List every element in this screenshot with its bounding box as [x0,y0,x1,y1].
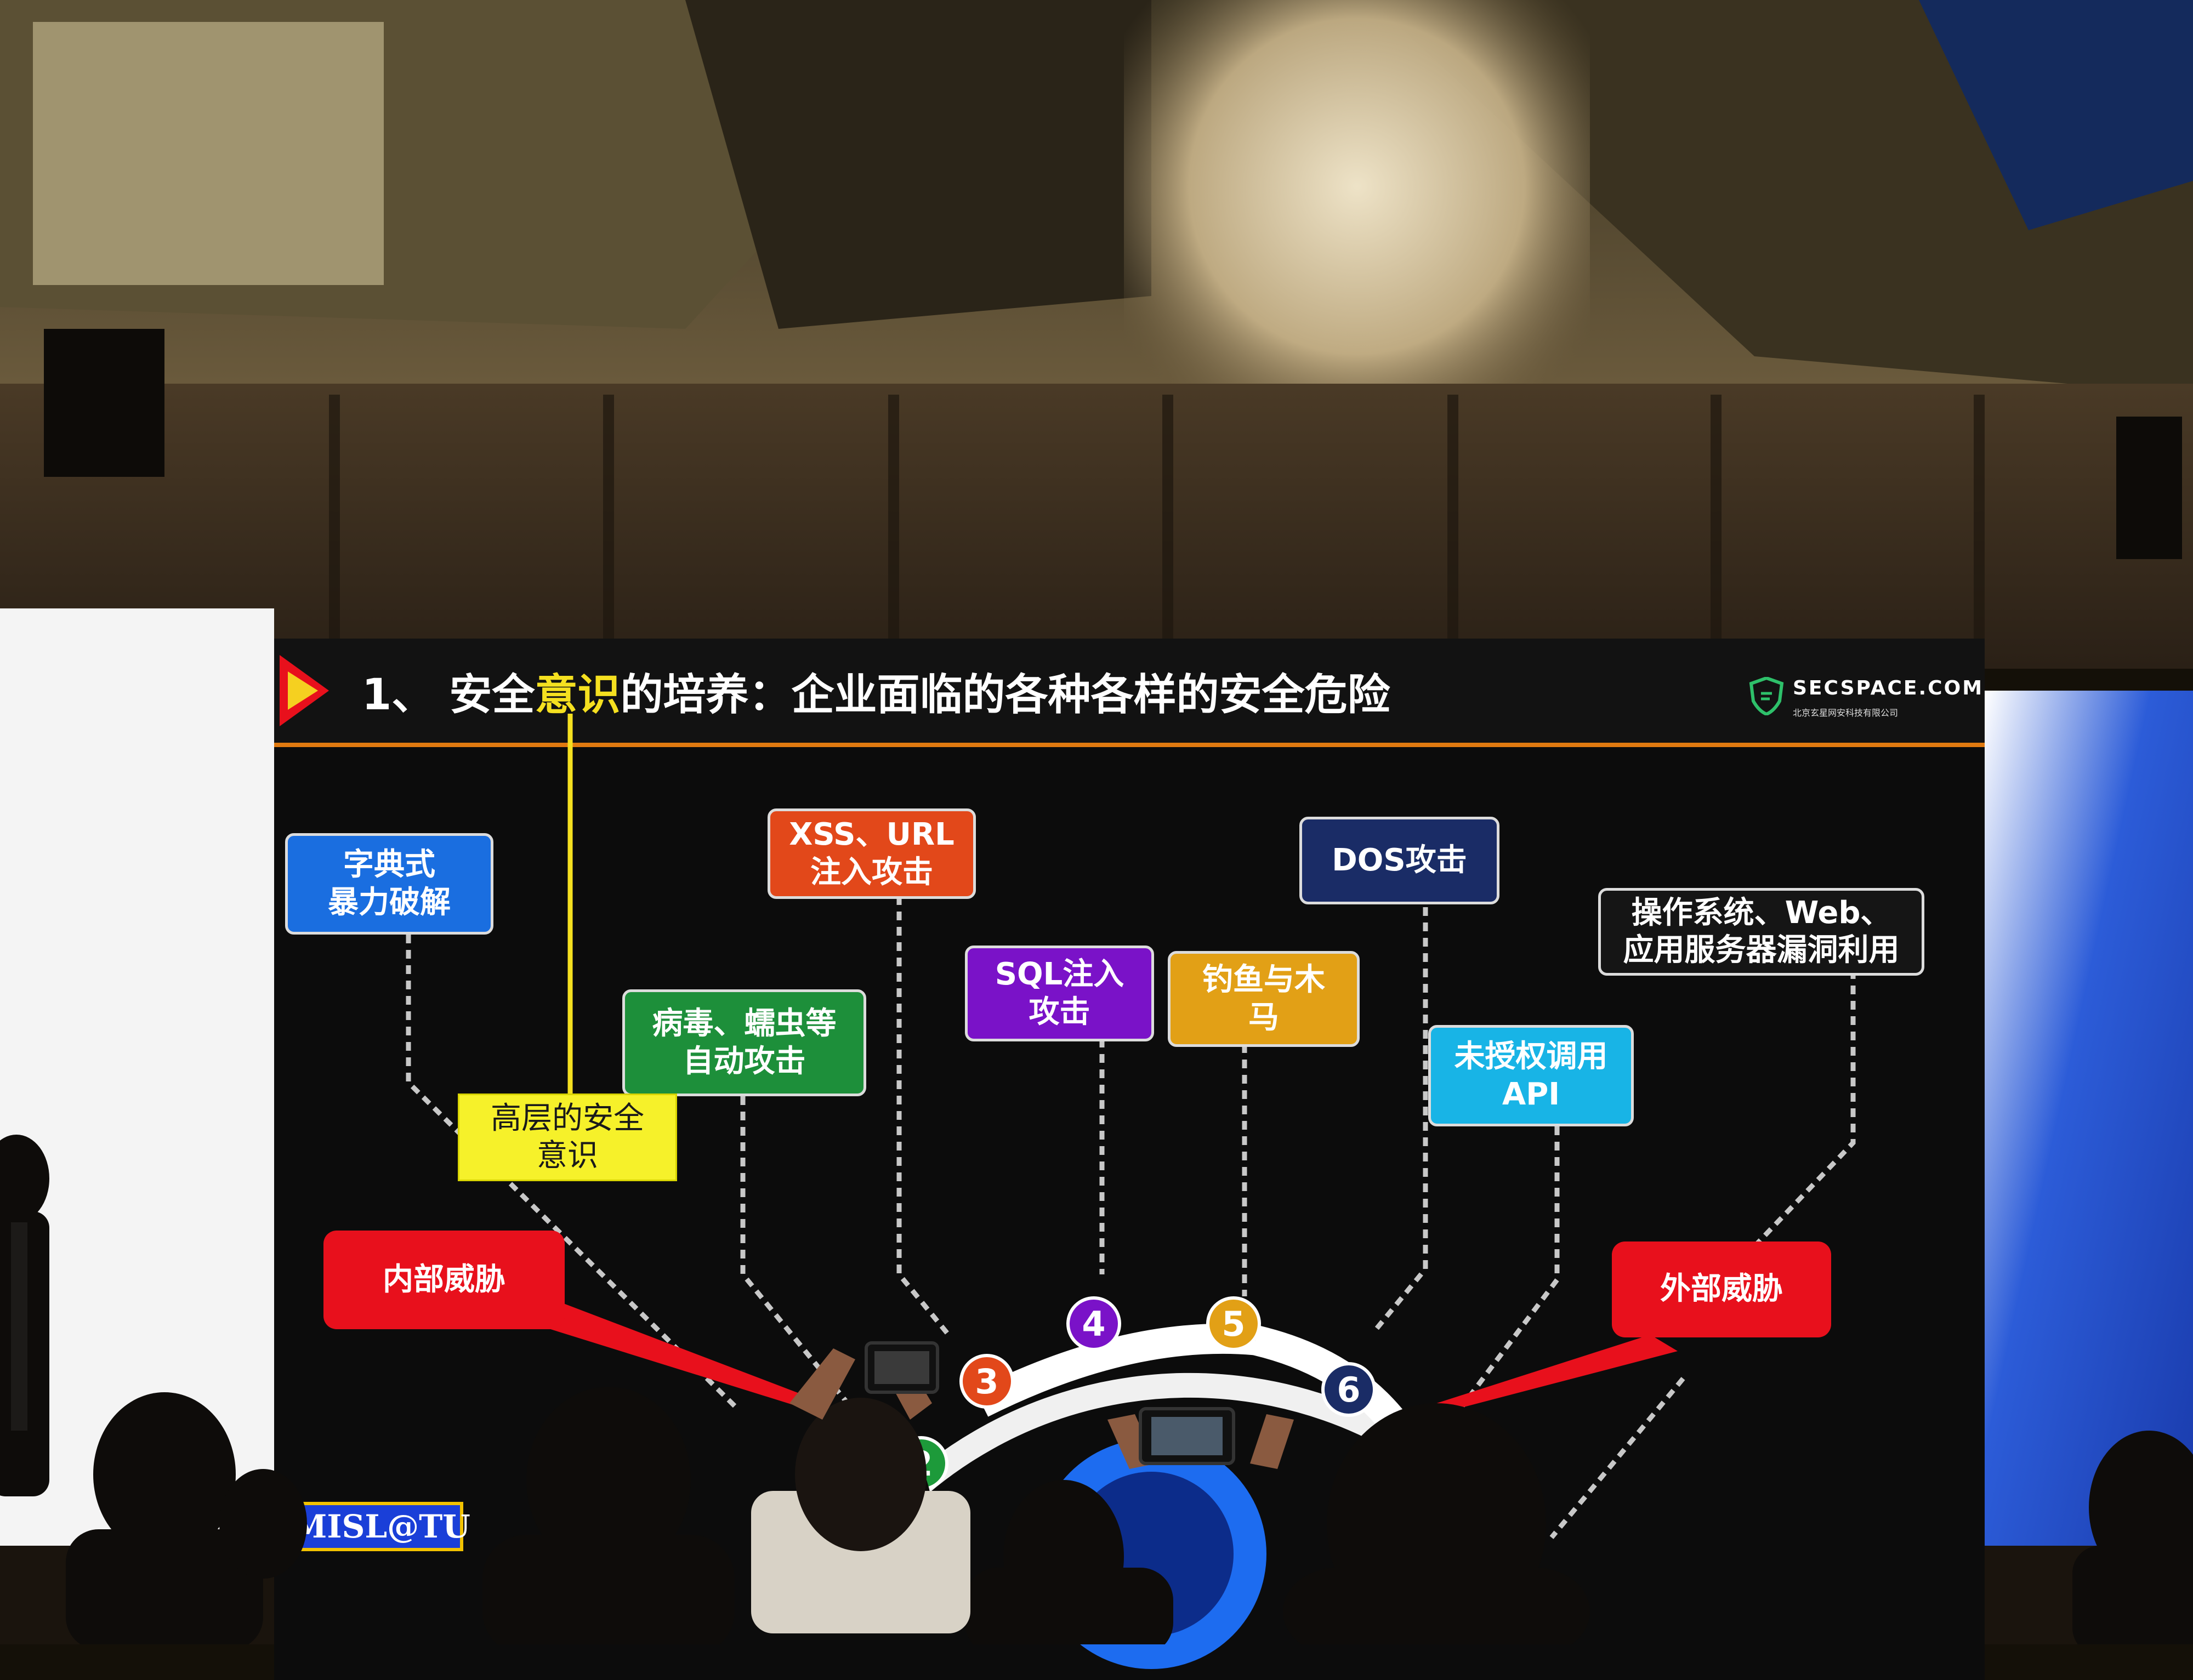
box-senior-security-awareness: 高层的安全 意识 [458,1094,677,1181]
box-unauthorized-api: 未授权调用 API [1428,1025,1634,1126]
connector-api [1456,1126,1560,1413]
box-dos-attack: DOS攻击 [1299,817,1499,904]
box-virus-worm: 病毒、蠕虫等 自动攻击 [622,989,866,1096]
connector-xss [896,896,951,1336]
title-prefix: 1、 安全 [362,670,535,720]
connector-virus [740,1096,852,1408]
connector-external [1549,1377,1685,1539]
play-arrow-icon [280,655,329,726]
secspace-logo: SECSPACE.COM 北京玄星网安科技有限公司 [1749,677,1982,732]
slide-title: 1、 安全意识的培养：企业面临的各种各样的安全危险 [362,660,1390,722]
step-5-badge: 5 [1206,1296,1261,1351]
box-external-threat: 外部威胁 [1612,1242,1831,1337]
title-suffix: 的培养：企业面临的各种各样的安全危险 [620,670,1390,720]
logo-name: SECSPACE.COM [1793,677,1984,699]
title-bar: 1、 安全意识的培养：企业面临的各种各样的安全危险 SECSPACE.COM 北… [274,639,1985,747]
connector-os [1741,970,1856,1260]
logo-subtitle: 北京玄星网安科技有限公司 [1793,708,1899,718]
box-internal-threat: 内部威胁 [323,1231,565,1329]
step-2-badge: 2 [894,1436,948,1491]
box-os-web-vulnerability: 操作系统、Web、 应用服务器漏洞利用 [1598,888,1924,976]
box-xss-url-injection: XSS、URL 注入攻击 [768,808,976,899]
connector-dos [1374,907,1428,1331]
step-4-badge: 4 [1066,1296,1121,1351]
title-highlight: 意识 [535,670,621,720]
box-dictionary-brute-force: 字典式 暴力破解 [285,833,493,935]
step-3-badge: 3 [959,1354,1014,1409]
internal-threat-pointer [515,1285,825,1411]
external-threat-pointer [1428,1335,1678,1414]
misl-tu-badge: MISL@TU [292,1502,470,1551]
shield-icon [1749,677,1784,715]
box-sql-injection: SQL注入 攻击 [965,946,1154,1041]
step-6-badge: 6 [1321,1362,1376,1417]
box-phishing-trojan: 钓鱼与木 马 [1168,951,1360,1047]
presentation-slide: 1、 安全意识的培养：企业面临的各种各样的安全危险 SECSPACE.COM 北… [274,639,1985,1680]
connector-dictionary [406,935,737,1408]
